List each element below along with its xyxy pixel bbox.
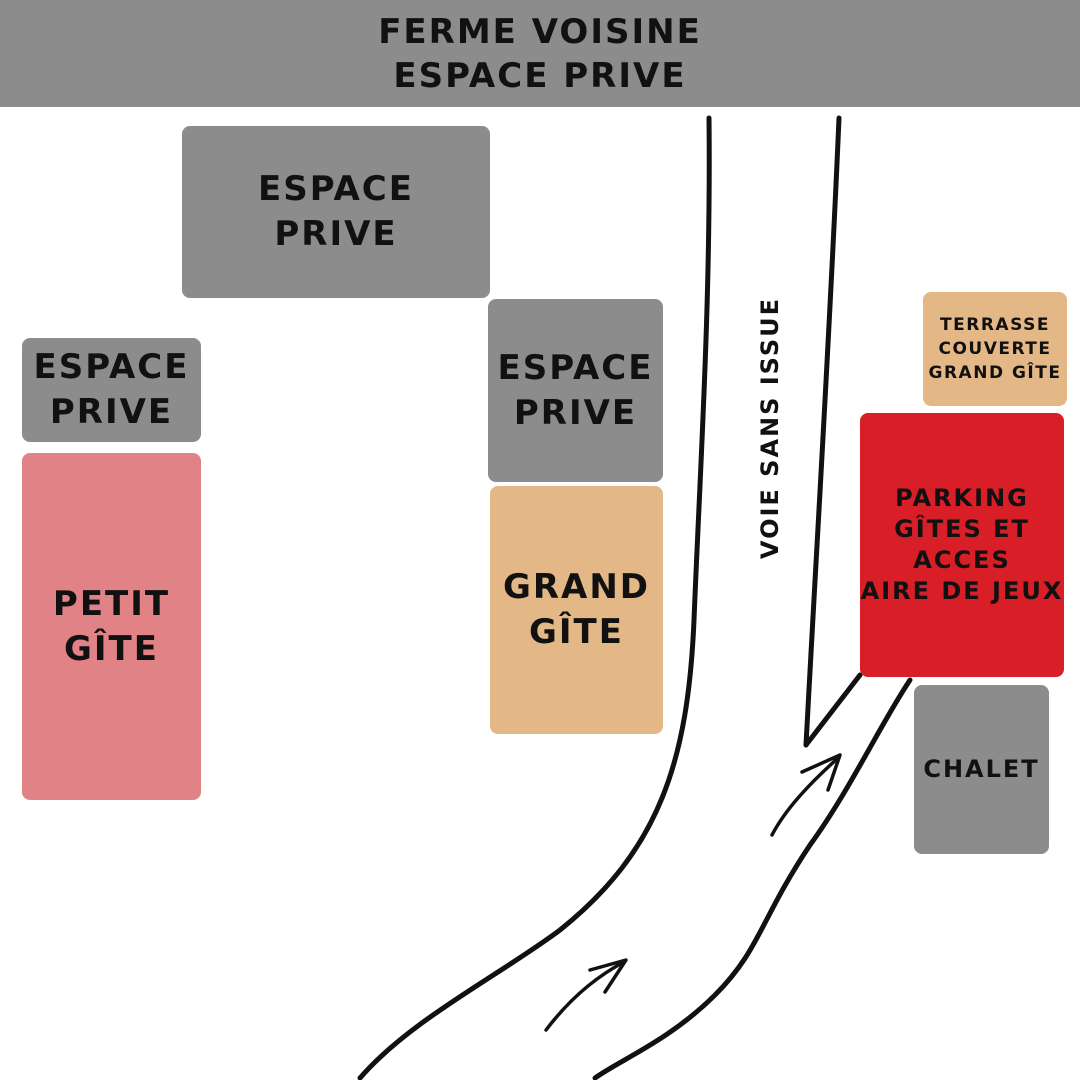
arrow-icon	[770, 753, 842, 837]
private-space-middle: ESPACE PRIVE	[488, 299, 663, 482]
road-edge-left	[357, 115, 712, 1080]
zone-label: AIRE DE JEUX	[860, 577, 1064, 605]
petit-gite-zone: PETIT GÎTE	[22, 453, 201, 800]
zone-label: GRAND GÎTE	[928, 363, 1062, 383]
grand-gite-zone: GRAND GÎTE	[490, 486, 663, 734]
zone-label: ESPACE	[497, 347, 654, 388]
road-edge-right-upper	[803, 115, 842, 748]
zone-label: ESPACE	[33, 347, 190, 387]
zone-label: CHALET	[923, 755, 1040, 783]
parking-zone: PARKING GÎTES ET ACCES AIRE DE JEUX	[860, 413, 1064, 677]
zone-label: PETIT	[52, 583, 171, 624]
private-space-left: ESPACE PRIVE	[22, 338, 201, 442]
zone-label: PRIVE	[274, 214, 398, 254]
road-edge-right-junction	[803, 672, 863, 748]
chalet-zone: CHALET	[914, 685, 1049, 854]
covered-terrace-zone: TERRASSE COUVERTE GRAND GÎTE	[923, 292, 1067, 406]
arrow-icon	[544, 958, 628, 1032]
zone-label: GÎTE	[529, 612, 624, 652]
zone-label: ESPACE	[257, 169, 414, 209]
banner-line-2: ESPACE PRIVE	[393, 55, 687, 96]
road-edge-right-lower	[592, 677, 913, 1080]
zone-label: TERRASSE	[940, 315, 1050, 335]
dead-end-road-label: VOIE SANS ISSUE	[756, 296, 784, 560]
zone-label: GÎTES ET	[894, 515, 1030, 543]
zone-label: PRIVE	[49, 392, 174, 432]
zone-label: ACCES	[913, 546, 1011, 574]
private-space-top: ESPACE PRIVE	[182, 126, 490, 298]
zone-label: GÎTE	[64, 628, 159, 669]
zone-label: PRIVE	[513, 392, 638, 433]
banner-line-1: FERME VOISINE	[378, 11, 702, 52]
zone-label: PARKING	[895, 484, 1029, 512]
neighbor-farm-banner: FERME VOISINE ESPACE PRIVE	[0, 0, 1080, 107]
zone-label: GRAND	[502, 567, 651, 607]
zone-label: COUVERTE	[938, 339, 1052, 359]
